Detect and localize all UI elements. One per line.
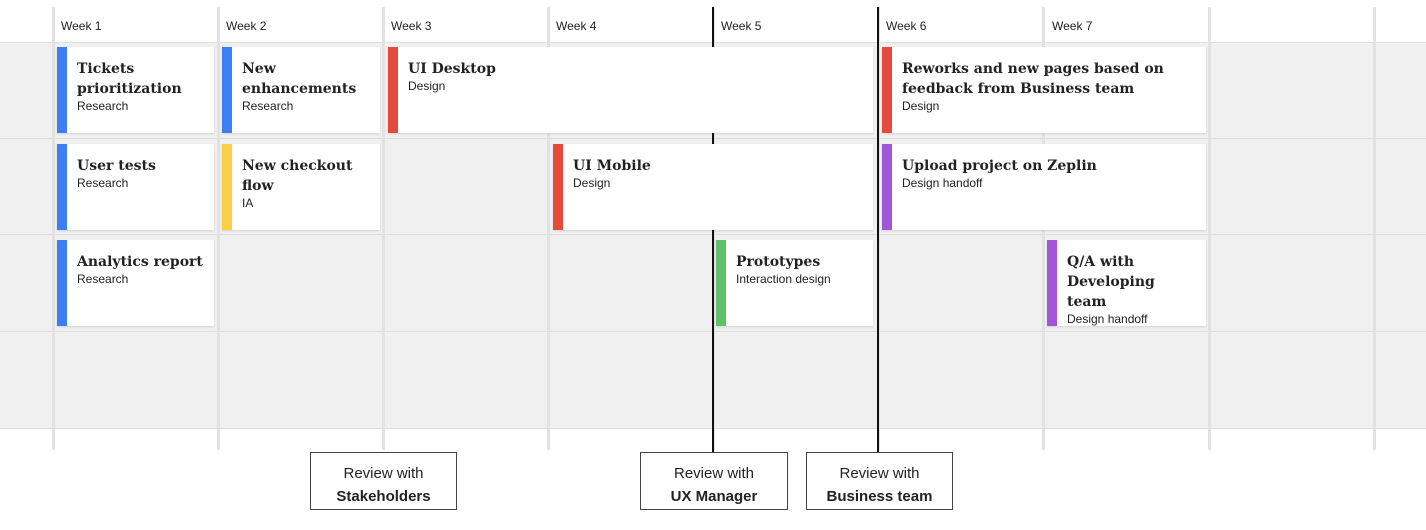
week-7-label: Week 7 <box>1052 19 1093 33</box>
color-bar <box>57 240 67 326</box>
task-title: User tests <box>77 158 156 174</box>
color-bar <box>57 47 67 133</box>
review-audience: Stakeholders <box>336 488 431 505</box>
week-6-label: Week 6 <box>886 19 927 33</box>
review-ux-manager-box: Review with UX Manager <box>640 452 788 510</box>
color-bar <box>882 47 892 133</box>
task-title: Upload project on Zeplin <box>902 158 1097 174</box>
task-category: Design <box>408 79 446 93</box>
review-business-team-box: Review with Business team <box>806 452 953 510</box>
review-label: Review with <box>343 465 424 482</box>
column-divider <box>382 7 385 450</box>
week-5-label: Week 5 <box>721 19 762 33</box>
task-category: Interaction design <box>736 272 831 286</box>
milestone-line-business-team <box>877 7 879 452</box>
review-stakeholders-box: Review with Stakeholders <box>310 452 457 510</box>
color-bar <box>57 144 67 230</box>
color-bar <box>1047 240 1057 326</box>
column-divider <box>547 7 550 450</box>
task-category: IA <box>242 196 254 210</box>
task-title: Q/A with Developing team <box>1067 254 1155 310</box>
week-2-label: Week 2 <box>226 19 267 33</box>
task-card-reworks-new-pages[interactable]: Reworks and new pages based on feedback … <box>882 47 1206 133</box>
color-bar <box>553 144 563 230</box>
task-title: UI Mobile <box>573 158 651 174</box>
color-bar <box>222 47 232 133</box>
color-bar <box>388 47 398 133</box>
column-divider <box>1373 7 1376 450</box>
task-title: New checkout flow <box>242 158 353 194</box>
week-4-label: Week 4 <box>556 19 597 33</box>
column-divider <box>1208 7 1211 450</box>
week-1-label: Week 1 <box>61 19 102 33</box>
color-bar <box>222 144 232 230</box>
task-category: Design handoff <box>1067 312 1148 326</box>
column-divider <box>217 7 220 450</box>
task-title: UI Desktop <box>408 61 496 77</box>
review-label: Review with <box>839 465 920 482</box>
review-audience: UX Manager <box>670 488 758 505</box>
task-title: Analytics report <box>77 254 203 270</box>
color-bar <box>716 240 726 326</box>
task-title: Reworks and new pages based on feedback … <box>902 61 1164 97</box>
task-category: Research <box>77 272 129 286</box>
task-category: Design <box>902 99 940 113</box>
task-category: Design <box>573 176 611 190</box>
review-audience: Business team <box>826 488 933 505</box>
task-title: New enhancements <box>242 61 357 97</box>
task-title: Prototypes <box>736 254 821 270</box>
task-title: Tickets prioritization <box>77 61 182 97</box>
task-category: Design handoff <box>902 176 983 190</box>
task-category: Research <box>77 176 129 190</box>
column-divider <box>52 7 55 450</box>
task-category: Research <box>77 99 129 113</box>
review-label: Review with <box>673 465 755 482</box>
week-3-label: Week 3 <box>391 19 432 33</box>
task-category: Research <box>242 99 294 113</box>
color-bar <box>882 144 892 230</box>
